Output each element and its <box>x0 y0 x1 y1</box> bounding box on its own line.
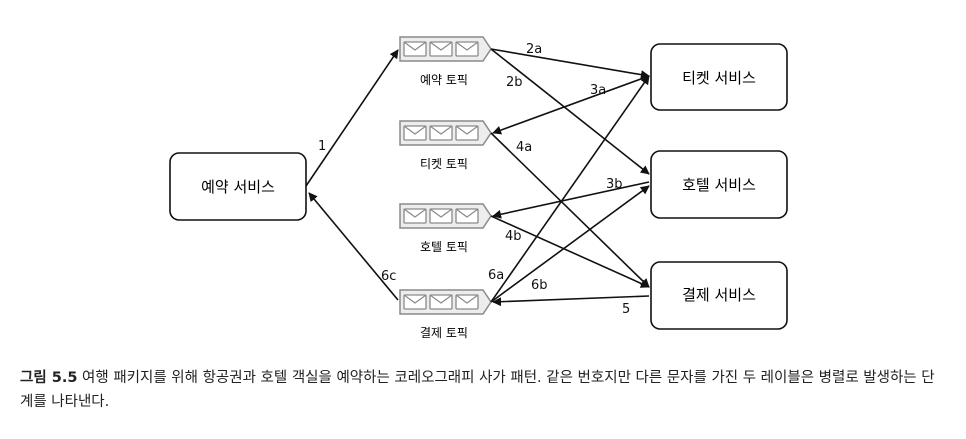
ticket-service-label: 티켓 서비스 <box>682 69 756 87</box>
message-queue-icon <box>399 289 492 315</box>
edge-label-4b: 4b <box>505 229 522 244</box>
edge-label-3b: 3b <box>606 177 623 192</box>
message-queue-icon <box>399 203 492 229</box>
arrow-2b <box>490 48 650 175</box>
ticket-topic-label: 티켓 토픽 <box>420 157 468 171</box>
ticket-service-box: 티켓 서비스 <box>650 43 788 111</box>
edge-label-2b: 2b <box>506 75 523 90</box>
arrow-3b <box>492 181 650 219</box>
edge-label-6b: 6b <box>531 278 548 293</box>
reservation-topic-label: 예약 토픽 <box>420 72 468 87</box>
payment-service-label: 결제 서비스 <box>682 286 756 304</box>
message-queue-icon <box>399 120 492 146</box>
edge-label-4a: 4a <box>516 140 532 155</box>
figure-caption: 그림 5.5 여행 패키지를 위해 항공권과 호텔 객실을 예약하는 코레오그래… <box>20 366 946 414</box>
hotel-topic: 호텔 토픽 <box>399 203 492 254</box>
arrow-5 <box>492 295 650 307</box>
edge-label-5: 5 <box>622 302 630 317</box>
edge-label-3a: 3a <box>590 83 606 98</box>
payment-topic: 결제 토픽 <box>399 289 492 340</box>
hotel-service-box: 호텔 서비스 <box>650 150 788 219</box>
figure-number: 그림 5.5 <box>20 370 78 386</box>
reservation-topic: 예약 토픽 <box>399 36 492 87</box>
edge-label-6a: 6a <box>488 268 504 283</box>
hotel-service-label: 호텔 서비스 <box>682 176 756 194</box>
arrow-6a <box>490 75 650 303</box>
message-queue-icon <box>399 36 492 62</box>
arrow-6c <box>308 192 399 301</box>
arrow-1 <box>305 49 399 187</box>
edge-label-1: 1 <box>318 139 326 154</box>
arrow-2a <box>490 48 650 80</box>
arrow-6b <box>490 185 650 303</box>
ticket-topic: 티켓 토픽 <box>399 120 492 171</box>
reservation-service-label: 예약 서비스 <box>201 178 275 196</box>
arrow-4a <box>490 132 650 288</box>
choreography-diagram: 예약 서비스 티켓 서비스 호텔 서비스 결제 서비스 예약 토픽 티켓 토픽 … <box>169 36 788 340</box>
arrow-3a <box>492 75 650 135</box>
edge-label-2a: 2a <box>526 42 542 57</box>
caption-text: 여행 패키지를 위해 항공권과 호텔 객실을 예약하는 코레오그래피 사가 패턴… <box>20 370 935 410</box>
arrow-4b <box>490 215 650 288</box>
hotel-topic-label: 호텔 토픽 <box>420 240 468 254</box>
reservation-service-box: 예약 서비스 <box>169 152 307 221</box>
payment-topic-label: 결제 토픽 <box>420 326 468 340</box>
edge-label-6c: 6c <box>381 269 396 284</box>
payment-service-box: 결제 서비스 <box>650 261 788 330</box>
